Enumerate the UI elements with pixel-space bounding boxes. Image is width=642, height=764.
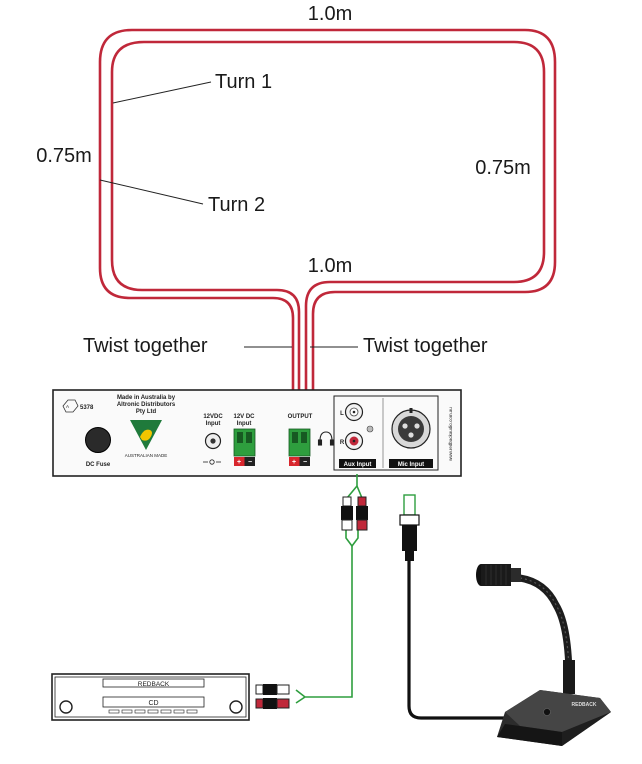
inner-length-label: 1.0m (308, 255, 352, 277)
xlr-socket[interactable] (391, 408, 431, 449)
mic-head (476, 564, 521, 586)
cert-number: 5378 (80, 405, 94, 411)
input-section-frame (333, 395, 439, 471)
dc-terminal-block[interactable]: + − (233, 428, 256, 466)
rca-r-socket[interactable] (344, 431, 364, 451)
twist-left-label: Twist together (83, 335, 208, 357)
rca-plugs-cd (255, 684, 290, 709)
cd-buttons (108, 709, 198, 714)
australian-made-logo: AUSTRALIAN MADE (125, 420, 168, 458)
loop-wire (98, 28, 557, 392)
dc-fuse-knob[interactable] (85, 427, 111, 453)
aux-input-badge (339, 459, 376, 468)
website-text: www.redbackaudio.com.au (448, 407, 453, 461)
turn2-label: Turn 2 (208, 194, 265, 216)
mic-talk-button[interactable] (543, 708, 551, 716)
svg-text:−: − (303, 459, 307, 466)
mic-plug (399, 494, 420, 561)
mic-base (497, 690, 611, 746)
leader-lines (99, 81, 358, 348)
gooseneck-microphone: REDBACK (476, 564, 611, 746)
cd-tray (102, 696, 205, 708)
made-in-line2: Altronic Distributors (117, 402, 176, 408)
dc-jack-pin (210, 438, 216, 444)
turn1-label: Turn 1 (215, 71, 272, 93)
svg-text:A: A (66, 404, 69, 409)
output-terminal-block[interactable]: + − (288, 428, 311, 466)
svg-text:AUSTRALIAN MADE: AUSTRALIAN MADE (125, 453, 168, 458)
mic-input-badge (389, 459, 433, 468)
left-length-label: 0.75m (36, 145, 92, 167)
mic-input-label: Mic Input (398, 462, 424, 468)
dc-term-label-2: Input (237, 421, 252, 427)
twist-right-label: Twist together (363, 335, 488, 357)
aux-l-label: L (340, 411, 344, 417)
rca-l-socket[interactable] (344, 402, 364, 422)
dc-fuse-label: DC Fuse (86, 462, 111, 468)
panel-screw (366, 425, 374, 433)
right-length-label: 0.75m (475, 157, 531, 179)
aux-input-label: Aux Input (344, 462, 372, 468)
dc-input-label-2: Input (206, 421, 221, 427)
top-length-label: 1.0m (308, 3, 352, 25)
mic-collar (563, 660, 575, 694)
dc-term-label-1: 12V DC (233, 414, 255, 420)
mic-gooseneck (516, 574, 573, 694)
loop-outer-turn (98, 28, 557, 392)
cd-player: REDBACK CD (51, 673, 250, 721)
cert-mark-icon: A (62, 399, 79, 413)
aux-cable (295, 474, 363, 704)
output-label: OUTPUT (288, 414, 313, 420)
mic-cable (407, 561, 518, 720)
turn1-leader (112, 81, 212, 104)
loop-inner-turn (110, 40, 546, 392)
mic-brand-label: REDBACK (572, 702, 597, 708)
rca-plugs-amplifier (341, 496, 368, 531)
svg-text:+: + (237, 459, 241, 466)
svg-text:+: + (292, 459, 296, 466)
dc-polarity-icon (203, 459, 221, 465)
cd-brand-label: REDBACK (138, 681, 170, 688)
turn2-leader (99, 179, 204, 205)
headphone-icon (317, 431, 335, 446)
cd-volume-knob[interactable] (229, 700, 243, 714)
amplifier-panel: A 5378 Made in Australia by Altronic Dis… (52, 389, 462, 477)
made-in-line3: Pty Ltd (136, 409, 157, 415)
aux-r-label: R (340, 440, 345, 446)
cd-power-knob[interactable] (59, 700, 73, 714)
made-in-line1: Made in Australia by (117, 395, 176, 401)
cd-tray-label: CD (148, 700, 158, 707)
svg-text:−: − (248, 459, 252, 466)
dc-input-label-1: 12VDC (203, 414, 223, 420)
